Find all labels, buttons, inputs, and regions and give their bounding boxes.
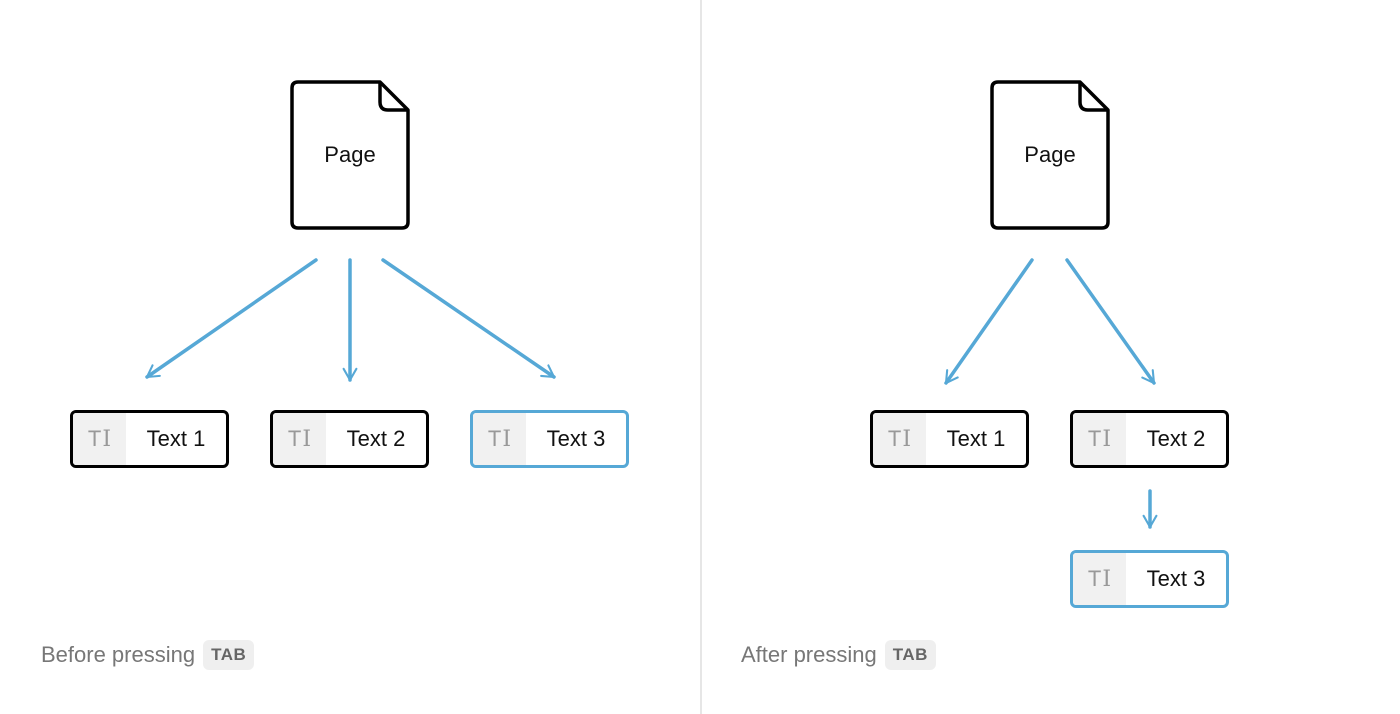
block-label: Text 1 <box>146 426 206 451</box>
key-badge: TAB <box>203 640 255 670</box>
arrow-page-to-text2-after <box>1065 258 1156 385</box>
block-label: Text 3 <box>546 426 606 451</box>
page-node-after: Page <box>990 80 1110 230</box>
page-icon-before <box>290 80 410 230</box>
caption-after: After pressing TAB <box>741 640 936 670</box>
page-label: Page <box>1024 142 1076 167</box>
arrow-page-to-text3 <box>381 258 556 379</box>
caption-text: After pressing <box>741 642 877 667</box>
key-badge: TAB <box>884 640 936 670</box>
block-label: Text 2 <box>346 426 406 451</box>
block-label: Text 3 <box>1146 566 1206 591</box>
page-node-before: Page <box>290 80 410 230</box>
arrow-page-to-text1-after <box>944 258 1034 385</box>
panel-divider <box>700 0 702 714</box>
block-label: Text 1 <box>946 426 1006 451</box>
page-label: Page <box>324 142 376 167</box>
arrow-page-to-text1 <box>145 258 318 379</box>
caption-text: Before pressing <box>41 642 196 667</box>
block-label: Text 2 <box>1146 426 1206 451</box>
page-icon-after <box>990 80 1110 230</box>
caption-before: Before pressing TAB <box>41 640 255 670</box>
